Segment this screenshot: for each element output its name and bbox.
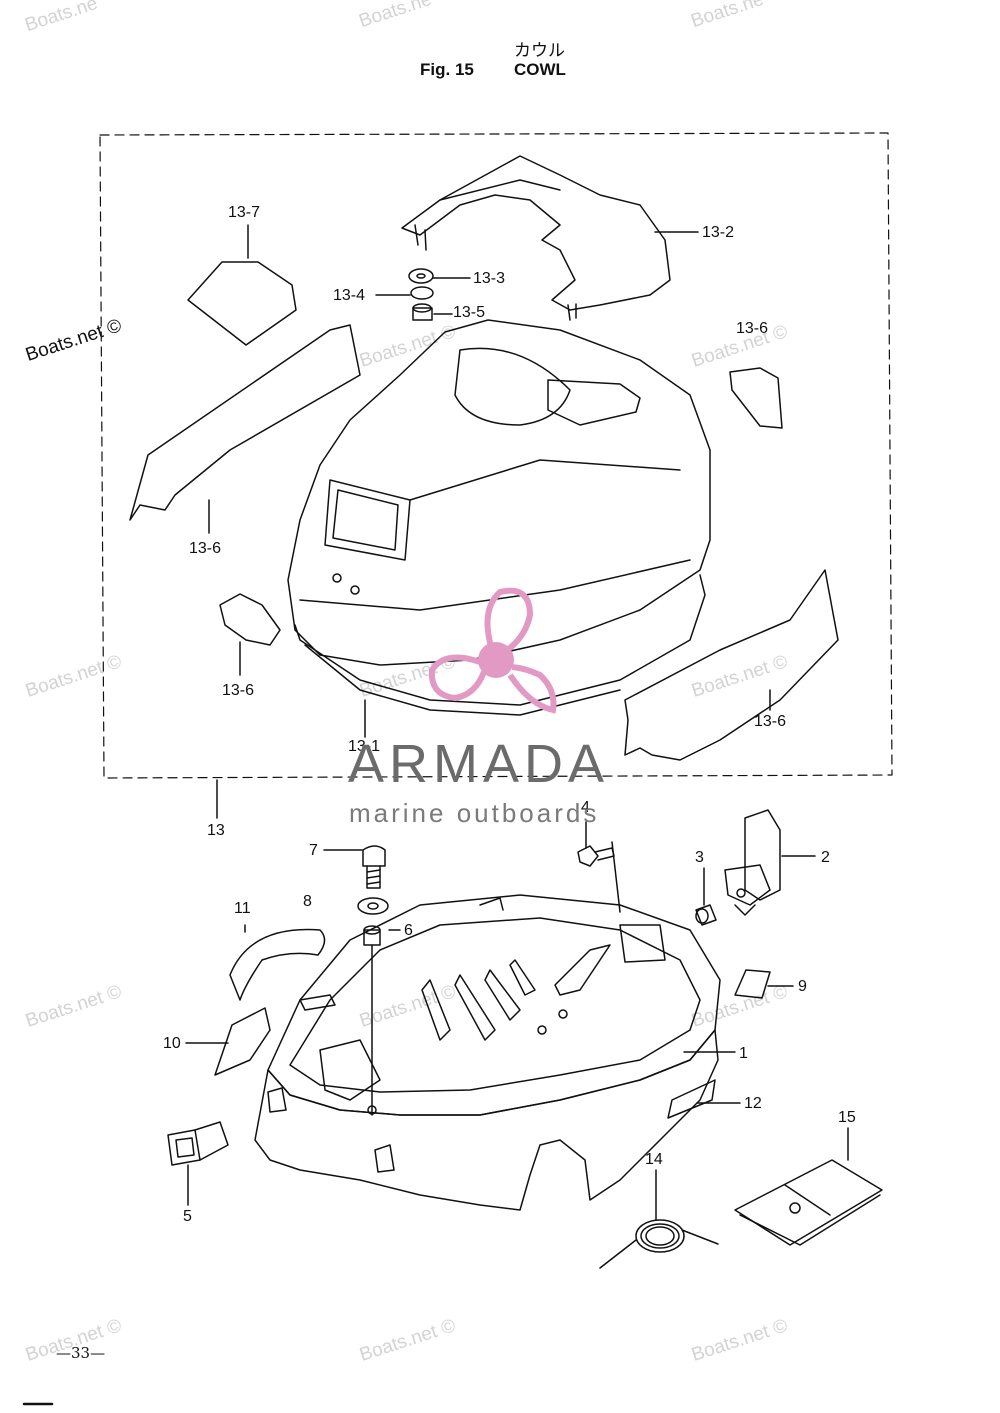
part-13-6-decal-left (129, 324, 361, 521)
label-14: 14 (645, 1151, 663, 1168)
assembly-13-boundary (99, 132, 893, 779)
label-8: 8 (303, 893, 312, 910)
label-13-6-left: 13-6 (189, 540, 222, 557)
part-9-decal (734, 969, 771, 999)
part-13-1-seal (294, 574, 706, 706)
label-13-2: 13-2 (702, 224, 735, 241)
label-2: 2 (821, 849, 830, 866)
part-15-pouch (734, 1159, 883, 1246)
part-13-5-nut (412, 307, 433, 321)
part-13-6-decal-small-right (729, 367, 783, 429)
part-11-seal (229, 928, 326, 1001)
brand-name: ARMADA (348, 734, 610, 794)
figure-number: Fig. 15 (420, 60, 474, 79)
label-4: 4 (581, 799, 590, 816)
label-13-3: 13-3 (473, 270, 506, 287)
page-number: —33— (56, 1344, 106, 1362)
label-13-6-right-small: 13-6 (736, 320, 769, 337)
label-13-7: 13-7 (228, 204, 261, 221)
part-13-3-washer (408, 268, 434, 284)
part-3-bushing (695, 904, 717, 926)
part-4-bolt (577, 845, 599, 867)
part-13-6-decal-right (624, 569, 839, 761)
label-13-6-right: 13-6 (754, 713, 787, 730)
label-3: 3 (695, 849, 704, 866)
label-13: 13 (207, 822, 225, 839)
part-8-washer (357, 897, 389, 915)
part-6-collar (363, 929, 381, 946)
part-13-top-cowl (287, 319, 711, 666)
part-14-spring (599, 1219, 719, 1269)
label-1: 1 (739, 1045, 748, 1062)
label-6: 6 (404, 922, 413, 939)
label-11: 11 (234, 900, 251, 917)
label-12: 12 (744, 1095, 762, 1112)
label-13-1: 13-1 (348, 738, 381, 755)
part-13-7-pad (187, 261, 297, 346)
label-13-5: 13-5 (453, 304, 486, 321)
part-2-bracket (744, 809, 781, 901)
part-10-decal (214, 1007, 271, 1076)
part-12-decal (667, 1079, 716, 1119)
part-1-lower-pan (267, 894, 721, 1116)
label-13-6-left-small: 13-6 (222, 682, 255, 699)
part-7-bolt (362, 845, 386, 867)
figure-title: COWL (514, 60, 566, 79)
label-10: 10 (163, 1035, 181, 1052)
title-japanese: カウル (514, 41, 565, 61)
label-5: 5 (183, 1208, 192, 1225)
brand-tagline: marine outboards (349, 798, 600, 828)
label-7: 7 (309, 842, 318, 859)
part-13-6-decal-small-left (219, 593, 281, 646)
part-5-plug (167, 1129, 201, 1166)
propeller-logo (428, 587, 557, 714)
part-13-2-top-cover (401, 155, 671, 311)
label-9: 9 (798, 978, 807, 995)
part-13-4-washer (410, 286, 434, 300)
label-15: 15 (838, 1109, 856, 1126)
label-13-4: 13-4 (333, 287, 366, 304)
